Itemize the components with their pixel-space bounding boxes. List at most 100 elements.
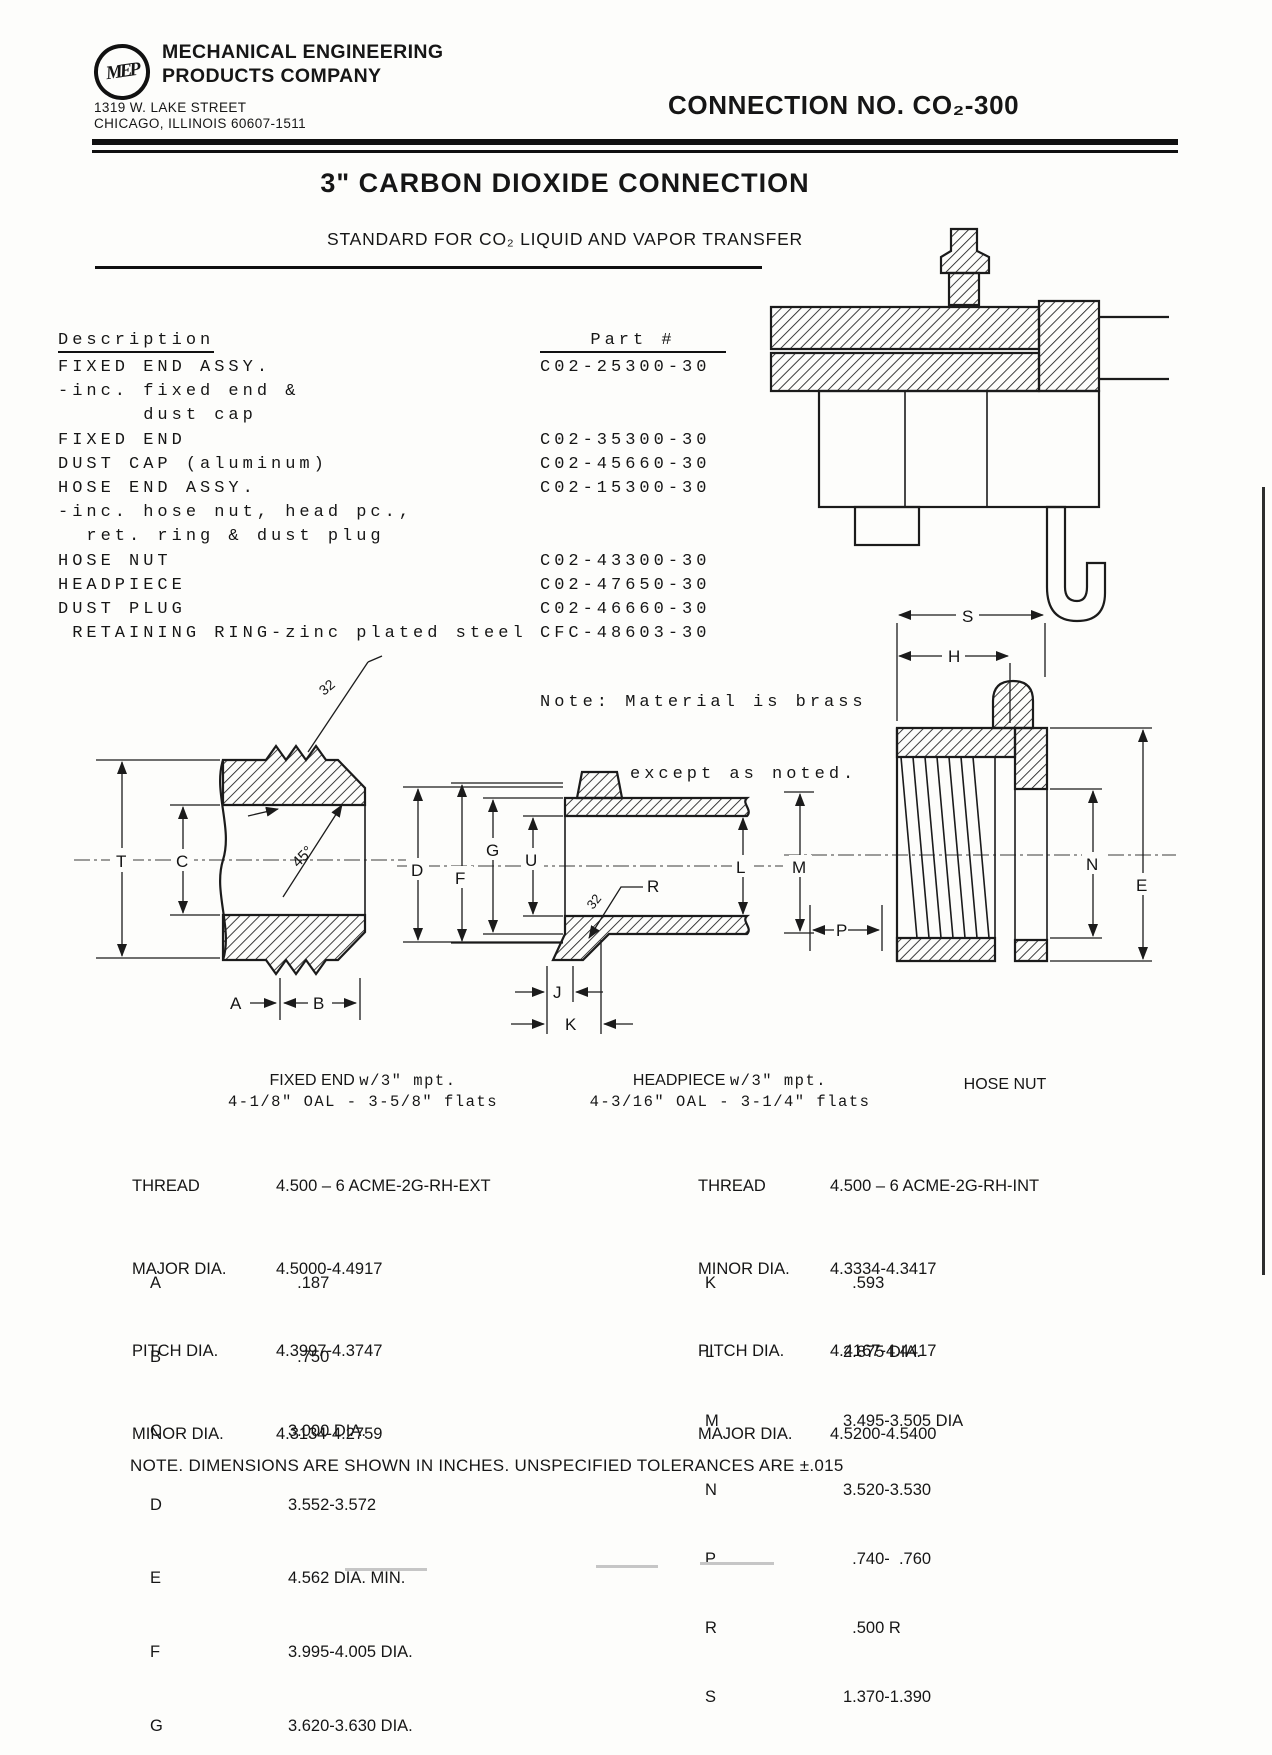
part-description: FIXED END ASSY. xyxy=(58,358,272,377)
scan-edge-line xyxy=(1262,487,1265,1275)
spec-row: PITCH DIA.4.4167-4.4417 xyxy=(698,1342,937,1360)
dim-label-P: P xyxy=(836,921,847,940)
parts-row: DUST PLUG C02-46660-30 xyxy=(58,600,838,624)
page-subtitle: STANDARD FOR CO₂ LIQUID AND VAPOR TRANSF… xyxy=(326,229,803,249)
surface-finish-label: 32 xyxy=(584,891,605,912)
part-description: -inc. hose nut, head pc., xyxy=(58,503,414,523)
part-description: DUST PLUG xyxy=(58,599,186,619)
dimension-row: R .500 R xyxy=(705,1619,901,1637)
header-rule-thin xyxy=(92,150,1178,153)
dim-label-B: B xyxy=(313,994,324,1013)
part-number: C02-15300-30 xyxy=(540,478,711,498)
dim-label-N: N xyxy=(1086,855,1098,874)
parts-row: DUST CAP (aluminum) C02-45660-30 xyxy=(58,455,838,479)
dust-cap-knob xyxy=(939,227,991,275)
part-number: CFC-48603-30 xyxy=(540,624,711,644)
part-number: C02-25300-30 xyxy=(540,358,711,377)
material-note-line1: Note: Material is brass xyxy=(540,693,867,712)
parts-row: HOSE NUT C02-43300-30 xyxy=(58,552,838,576)
part-description: RETAINING RING-zinc plated steel xyxy=(58,624,527,644)
headpiece-caption: HEADPIECE w/3" mpt. 4-3/16" OAL - 3-1/4"… xyxy=(540,1070,920,1113)
spec-row: MAJOR DIA.4.5200-4.5400 xyxy=(698,1424,937,1443)
company-name-line1: MECHANICAL ENGINEERING xyxy=(162,41,444,63)
part-number: C02-47650-30 xyxy=(540,575,711,595)
parts-list-header: Description Part # xyxy=(58,331,838,358)
part-description: FIXED END xyxy=(58,430,186,450)
footer-note: NOTE. DIMENSIONS ARE SHOWN IN INCHES. UN… xyxy=(130,1456,844,1475)
fixed-end-caption-name: FIXED END xyxy=(269,1072,355,1089)
spec-row: MINOR DIA.4.3134-4.2759 xyxy=(132,1424,383,1443)
part-number: C02-46660-30 xyxy=(540,599,711,619)
page-title: 3" CARBON DIOXIDE CONNECTION xyxy=(320,168,810,198)
part-number: C02-35300-30 xyxy=(540,430,711,450)
part-number: C02-45660-30 xyxy=(540,454,711,474)
retaining-ring-boss xyxy=(991,679,1035,730)
headpiece-caption-line2: 4-3/16" OAL - 3-1/4" flats xyxy=(589,1093,871,1111)
scan-artifact xyxy=(700,1562,774,1565)
dim-label-F: F xyxy=(455,869,465,888)
part-description: HOSE NUT xyxy=(58,551,172,571)
parts-row: dust cap xyxy=(58,406,838,430)
dim-label-M: M xyxy=(792,858,806,877)
company-name: MECHANICAL ENGINEERING PRODUCTS COMPANY xyxy=(162,40,443,88)
parts-list: Description Part # FIXED END ASSY. C02-25… xyxy=(58,331,838,648)
headpiece-caption-suffix: w/3" mpt. xyxy=(729,1072,828,1090)
dim-label-L: L xyxy=(736,858,745,877)
assembly-drawing xyxy=(769,227,1169,623)
dim-label-H: H xyxy=(948,647,960,666)
dimension-row: K .593 xyxy=(705,1274,885,1292)
dimension-row: P .740- .760 xyxy=(705,1550,932,1568)
parts-row: RETAINING RING-zinc plated steel CFC-4860… xyxy=(58,624,838,648)
scan-artifact xyxy=(345,1568,427,1571)
dim-label-S: S xyxy=(962,607,973,626)
hose-nut-drawing: S H N E M xyxy=(784,601,1176,963)
dim-label-D: D xyxy=(411,861,423,880)
material-note: Note: Material is brass except as noted. xyxy=(540,643,867,835)
company-address: 1319 W. LAKE STREET CHICAGO, ILLINOIS 60… xyxy=(94,100,306,132)
spec-row: PITCH DIA.4.3997-4.3747 xyxy=(132,1342,383,1360)
fixed-end-caption-line2: 4-1/8" OAL - 3-5/8" flats xyxy=(227,1093,499,1111)
dim-label-R: R xyxy=(647,877,659,896)
parts-row: FIXED END C02-35300-30 xyxy=(58,431,838,455)
parts-row: -inc. fixed end & xyxy=(58,382,838,406)
dust-plug-hook xyxy=(1045,505,1107,623)
part-description: DUST CAP (aluminum) xyxy=(58,454,328,474)
parts-row: FIXED END ASSY. C02-25300-30 xyxy=(58,358,838,382)
connection-number: CONNECTION NO. CO₂-300 xyxy=(668,90,1020,120)
dim-label-J: J xyxy=(553,983,562,1002)
header-rule-heavy xyxy=(92,139,1178,145)
part-description: dust cap xyxy=(58,406,257,426)
hose-nut-caption: HOSE NUT xyxy=(963,1076,1047,1093)
parts-row: ret. ring & dust plug xyxy=(58,527,838,551)
description-column-header: Description xyxy=(58,331,215,353)
dim-label-U: U xyxy=(525,851,537,870)
dim-label-E: E xyxy=(1136,876,1147,895)
company-name-line2: PRODUCTS COMPANY xyxy=(162,65,382,87)
dim-label-C: C xyxy=(176,852,188,871)
fixed-end-caption: FIXED END w/3" mpt. 4-1/8" OAL - 3-5/8" … xyxy=(178,1070,548,1113)
dim-label-K: K xyxy=(565,1015,577,1034)
spec-row: MAJOR DIA.4.5000-4.4917 xyxy=(132,1259,383,1278)
part-number-column-header: Part # xyxy=(540,331,726,353)
dim-label-A: A xyxy=(230,994,242,1013)
part-description: -inc. fixed end & xyxy=(58,382,300,402)
dim-label-G: G xyxy=(486,841,499,860)
part-number: C02-43300-30 xyxy=(540,551,711,571)
fixed-end-caption-suffix: w/3" mpt. xyxy=(359,1072,457,1090)
address-line1: 1319 W. LAKE STREET xyxy=(94,100,247,115)
